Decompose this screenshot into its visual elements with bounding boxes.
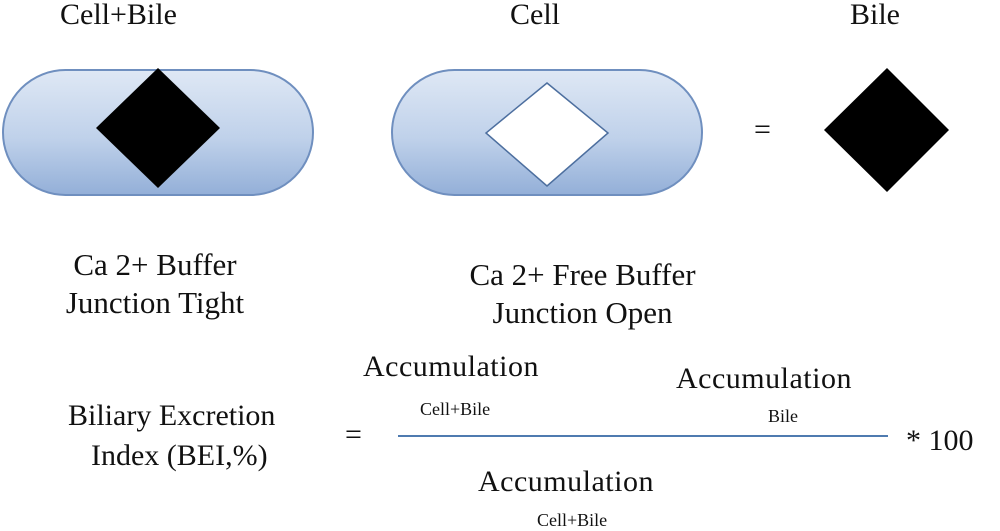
header-cell: Cell bbox=[510, 0, 560, 31]
bei-label-line1: Biliary Excretion bbox=[68, 399, 276, 432]
formula-equals: = bbox=[345, 418, 362, 451]
header-bile: Bile bbox=[850, 0, 900, 31]
equals-sign-top: = bbox=[754, 113, 771, 146]
denominator-sub-cell-bile: Cell+Bile bbox=[537, 510, 608, 530]
bile-diamond-filled-right bbox=[824, 68, 949, 192]
condition-open: Ca 2+ Free Buffer Junction Open bbox=[420, 256, 745, 332]
condition-tight-line2: Junction Tight bbox=[65, 285, 245, 320]
header-cell-bile: Cell+Bile bbox=[60, 0, 177, 31]
empty-diamond bbox=[484, 82, 610, 187]
numerator-accumulation-cell-bile: Accumulation bbox=[363, 350, 539, 383]
bei-label-line2: Index (BEI,%) bbox=[91, 439, 268, 472]
numerator-accumulation-bile: Accumulation bbox=[676, 362, 852, 395]
multiplier: * 100 bbox=[906, 424, 974, 457]
denominator-accumulation: Accumulation bbox=[478, 465, 654, 498]
numerator-sub-cell-bile: Cell+Bile bbox=[420, 399, 491, 419]
numerator-sub-bile: Bile bbox=[768, 406, 798, 426]
condition-open-line2: Junction Open bbox=[492, 295, 673, 330]
condition-tight: Ca 2+ Buffer Junction Tight bbox=[10, 246, 300, 322]
bile-diamond-filled-left bbox=[96, 68, 220, 188]
condition-open-line1: Ca 2+ Free Buffer bbox=[469, 257, 696, 292]
condition-tight-line1: Ca 2+ Buffer bbox=[73, 247, 237, 282]
